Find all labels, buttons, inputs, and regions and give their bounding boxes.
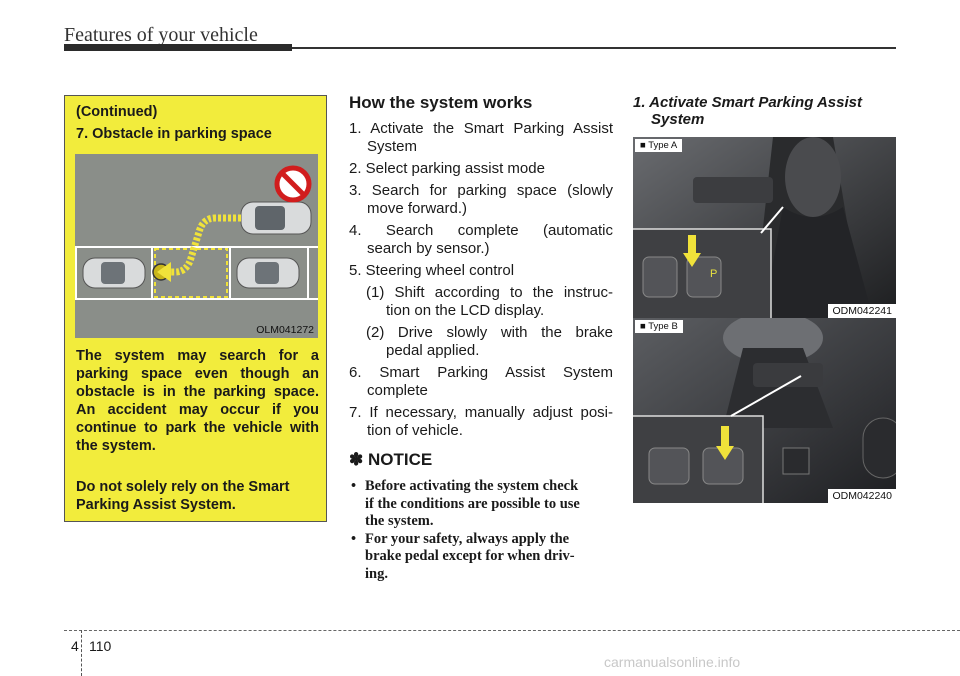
bullet-icon: • bbox=[351, 530, 357, 547]
photo-code: ODM042241 bbox=[828, 304, 896, 318]
step-item: 5. Steering wheel control bbox=[349, 262, 515, 279]
bullet-icon: • bbox=[351, 478, 357, 494]
notice-heading: ✽ NOTICE bbox=[349, 450, 432, 470]
section-number: 4 bbox=[71, 638, 79, 654]
header-accent-bar bbox=[64, 44, 292, 51]
warning-continued: (Continued) bbox=[76, 104, 158, 120]
warning-box: (Continued) 7. Obstacle in parking space bbox=[64, 95, 327, 522]
step-item: 2. Select parking assist mode bbox=[349, 160, 545, 177]
notice-item: • For your safety, always apply the brak… bbox=[351, 530, 575, 582]
photo-type-b: ■ Type B ODM042240 bbox=[633, 318, 896, 503]
warning-paragraph-2: Do not solely rely on the Smart Parking … bbox=[76, 479, 290, 513]
photo-type-a: P ■ Type A ODM042241 bbox=[633, 137, 896, 318]
substep-item: (1) Shift according to the instruc-tion … bbox=[366, 284, 613, 319]
figure-code: OLM041272 bbox=[256, 324, 314, 336]
page-header-title: Features of your vehicle bbox=[64, 24, 258, 46]
footer-rule bbox=[64, 630, 960, 632]
notice-item: • Before activating the system check if … bbox=[351, 478, 580, 529]
parking-diagram-graphic bbox=[75, 154, 318, 338]
photo-type-label: ■ Type A bbox=[635, 139, 683, 152]
subsection-heading: 1. Activate Smart Parking Assist System bbox=[633, 94, 862, 128]
gear-shifter-photo-b bbox=[633, 318, 896, 503]
warning-heading: 7. Obstacle in parking space bbox=[76, 126, 272, 142]
photo-type-label: ■ Type B bbox=[635, 320, 683, 333]
watermark: carmanualsonline.info bbox=[604, 654, 741, 670]
header-rule bbox=[64, 47, 896, 49]
svg-text:P: P bbox=[710, 268, 717, 280]
notice-title: NOTICE bbox=[367, 450, 433, 469]
notice-list: • Before activating the system check if … bbox=[349, 478, 613, 583]
photo-code: ODM042240 bbox=[828, 489, 896, 503]
notice-asterisk-icon: ✽ bbox=[349, 450, 364, 469]
obstacle-parking-illustration: OLM041272 bbox=[75, 154, 318, 338]
gear-shifter-photo-a: P bbox=[633, 137, 896, 318]
step-item: 7. If necessary, manually adjust posi-ti… bbox=[349, 404, 613, 439]
page-number: 110 bbox=[89, 638, 112, 654]
footer-divider bbox=[81, 630, 83, 676]
section-title-how-it-works: How the system works bbox=[349, 93, 533, 112]
warning-paragraph-1: The system may search for a parking spac… bbox=[76, 348, 319, 454]
